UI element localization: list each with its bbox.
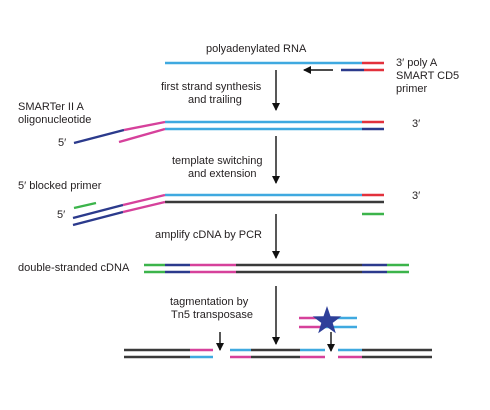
five-prime-label-2: 5′ (57, 209, 66, 221)
poly-a-primer-label-3: primer (396, 83, 428, 95)
smarter-oligonucleotide (73, 120, 166, 145)
polyadenylated-rna-label: polyadenylated RNA (206, 43, 307, 55)
star-icon (312, 306, 342, 334)
smarter-label-2: oligonucleotide (18, 114, 92, 126)
step-3-label: amplify cDNA by PCR (155, 229, 262, 241)
smarter-label-1: SMARTer II A (18, 101, 84, 113)
step-2-label-1: template switching (172, 155, 263, 167)
step-1-label-2: and trailing (188, 94, 242, 106)
fragment-middle (230, 348, 325, 359)
blocked-primer-strand-upper (72, 193, 166, 220)
fragment-right (338, 348, 432, 359)
step-4-label-1: tagmentation by (170, 296, 249, 308)
step-4-label-2: Tn5 transposase (171, 309, 253, 321)
blocked-primer-label: 5′ blocked primer (18, 180, 102, 192)
three-prime-label-1: 3′ (412, 118, 421, 130)
template-pink-overhang (118, 127, 166, 144)
ds-cdna-label: double-stranded cDNA (18, 262, 130, 274)
poly-a-primer-label-2: SMART CD5 (396, 70, 460, 82)
fragment-left (124, 348, 213, 359)
blocked-primer-green (73, 201, 97, 210)
poly-a-primer-label-1: 3′ poly A (396, 57, 438, 69)
step-1-label-1: first strand synthesis (161, 81, 262, 93)
five-prime-label-1: 5′ (58, 137, 67, 149)
blocked-primer-strand-lower (72, 200, 166, 227)
step-2-label-2: and extension (188, 168, 257, 180)
three-prime-label-2: 3′ (412, 190, 421, 202)
